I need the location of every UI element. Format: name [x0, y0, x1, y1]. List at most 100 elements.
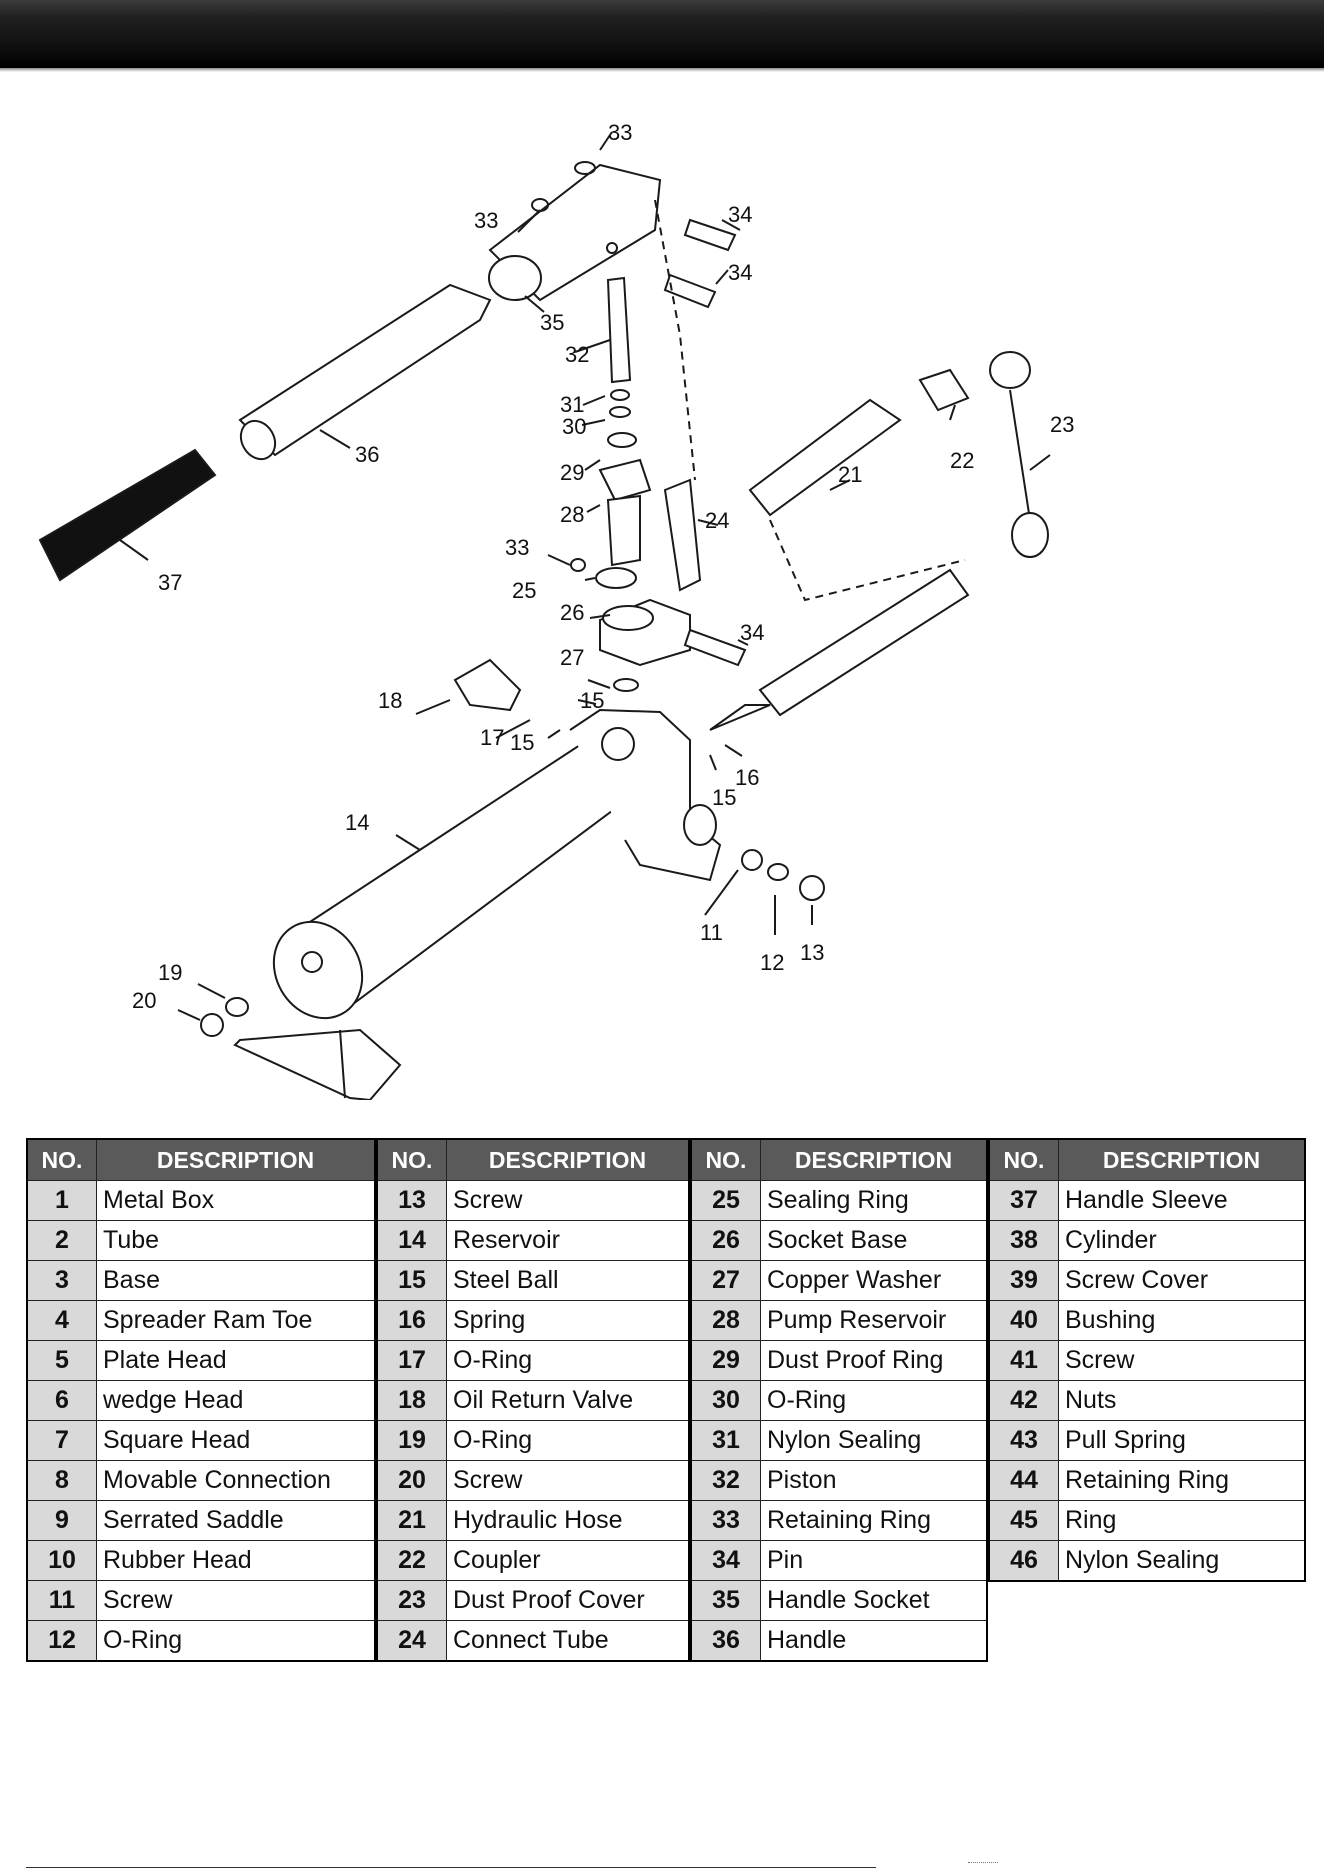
hydraulic-hose-part	[709, 398, 970, 731]
part-number: 14	[376, 1220, 447, 1261]
callout-number: 21	[838, 462, 862, 487]
part-number: 33	[690, 1500, 761, 1541]
part-description: Socket Base	[760, 1220, 988, 1261]
header-no: NO.	[690, 1138, 761, 1181]
part-number: 22	[376, 1540, 447, 1581]
part-description: Dust Proof Ring	[760, 1340, 988, 1381]
part-number: 40	[988, 1300, 1059, 1341]
part-description: Rubber Head	[96, 1540, 376, 1581]
handle-sleeve-part	[38, 448, 217, 582]
table-header-row: NO.DESCRIPTION	[988, 1138, 1306, 1181]
part-number: 17	[376, 1340, 447, 1381]
part-number: 3	[26, 1260, 97, 1301]
part-description: Piston	[760, 1460, 988, 1501]
footer-rule	[26, 1867, 876, 1868]
part-description: Ring	[1058, 1500, 1306, 1541]
part-description: wedge Head	[96, 1380, 376, 1421]
callout-number: 29	[560, 460, 584, 485]
part-description: Reservoir	[446, 1220, 690, 1261]
part-number: 7	[26, 1420, 97, 1461]
header-no: NO.	[26, 1138, 97, 1181]
part-description: Nylon Sealing	[760, 1420, 988, 1461]
part-description: Screw	[96, 1580, 376, 1621]
part-number: 29	[690, 1340, 761, 1381]
callout-number: 23	[1050, 412, 1074, 437]
header-description: DESCRIPTION	[96, 1138, 376, 1181]
socket-base-part	[599, 598, 691, 667]
o-ring-part	[767, 863, 789, 881]
part-number: 15	[376, 1260, 447, 1301]
pin-part	[683, 218, 737, 252]
header-description: DESCRIPTION	[446, 1138, 690, 1181]
part-number: 26	[690, 1220, 761, 1261]
callout-number: 24	[705, 508, 729, 533]
handle-part	[238, 283, 492, 461]
table-header-row: NO.DESCRIPTION	[26, 1138, 376, 1181]
part-number: 30	[690, 1380, 761, 1421]
part-number: 37	[988, 1180, 1059, 1221]
part-description: Copper Washer	[760, 1260, 988, 1301]
callout-number: 22	[950, 448, 974, 473]
callout-number: 33	[474, 208, 498, 233]
pump-block	[569, 708, 722, 882]
callout-number: 34	[728, 202, 752, 227]
o-ring-part	[225, 997, 249, 1017]
part-description: Screw	[446, 1180, 690, 1221]
part-description: Movable Connection	[96, 1460, 376, 1501]
part-description: Oil Return Valve	[446, 1380, 690, 1421]
callout-number: 32	[565, 342, 589, 367]
part-number: 11	[26, 1580, 97, 1621]
dust-cover-part	[989, 351, 1049, 558]
callout-number: 11	[700, 920, 723, 945]
callout-number: 36	[355, 442, 379, 467]
callout-number: 19	[158, 960, 182, 985]
part-number: 28	[690, 1300, 761, 1341]
header-description: DESCRIPTION	[760, 1138, 988, 1181]
callout-number: 28	[560, 502, 584, 527]
part-number: 13	[376, 1180, 447, 1221]
part-number: 41	[988, 1340, 1059, 1381]
callout-number: 17	[480, 725, 504, 750]
retaining-ring-part	[531, 198, 549, 212]
callout-number: 35	[540, 310, 564, 335]
handle-socket-part	[488, 163, 662, 302]
callout-number: 18	[378, 688, 402, 713]
coupler-part	[918, 368, 970, 412]
part-number: 6	[26, 1380, 97, 1421]
parts-drawing	[38, 131, 1051, 1100]
callout-number: 16	[735, 765, 759, 790]
part-description: Screw Cover	[1058, 1260, 1306, 1301]
callout-number: 15	[580, 688, 604, 713]
part-description: Retaining Ring	[1058, 1460, 1306, 1501]
callout-number: 15	[510, 730, 534, 755]
part-description: Plate Head	[96, 1340, 376, 1381]
